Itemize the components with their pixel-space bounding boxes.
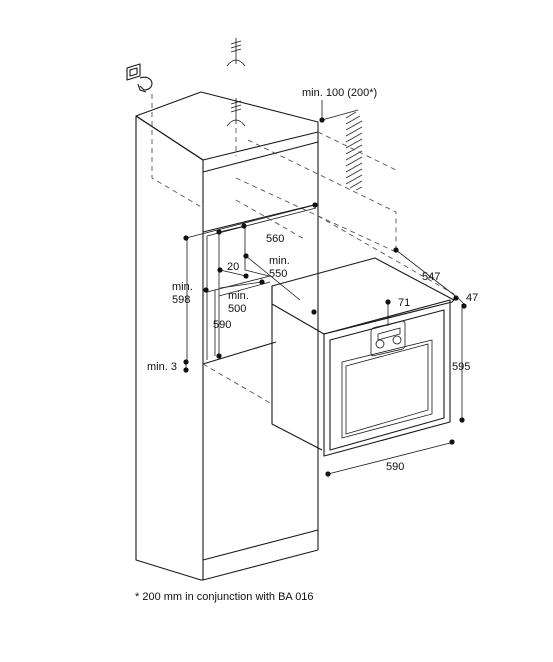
wall-hatch — [345, 111, 363, 191]
dimension-points — [183, 117, 467, 477]
dimension-lines — [185, 100, 467, 475]
hidden-lines — [151, 94, 455, 405]
dimension-labels: min. 100 (200*) 560 547 47 71 595 590 mi… — [147, 87, 478, 473]
label-niche-width: 560 — [266, 233, 284, 245]
label-base-gap: min. 3 — [147, 361, 177, 373]
label-door-depth: 47 — [466, 292, 478, 304]
footnote: * 200 mm in conjunction with BA 016 — [135, 591, 314, 603]
oven-body — [271, 257, 455, 457]
label-niche-height-value: 598 — [172, 294, 190, 306]
label-oven-width: 590 — [386, 461, 404, 473]
tall-cabinet — [135, 91, 319, 581]
label-depth-min-b: min. — [228, 290, 249, 302]
label-depth-min-a-value: 550 — [269, 268, 287, 280]
fixing-symbol-lower-icon — [226, 98, 246, 127]
label-wall-gap: min. 100 (200*) — [302, 87, 377, 99]
label-gap-20: 20 — [227, 261, 239, 273]
label-oven-depth: 547 — [422, 271, 440, 283]
label-oven-height: 595 — [452, 361, 470, 373]
label-panel-height: 71 — [398, 297, 410, 309]
label-depth-min-b-value: 500 — [228, 303, 246, 315]
label-niche-height-min: min. — [172, 281, 193, 293]
power-socket-icon — [126, 63, 153, 93]
fixing-symbol-top-icon — [226, 38, 246, 67]
label-depth-min-a: min. — [269, 255, 290, 267]
label-niche-depth: 590 — [213, 319, 231, 331]
